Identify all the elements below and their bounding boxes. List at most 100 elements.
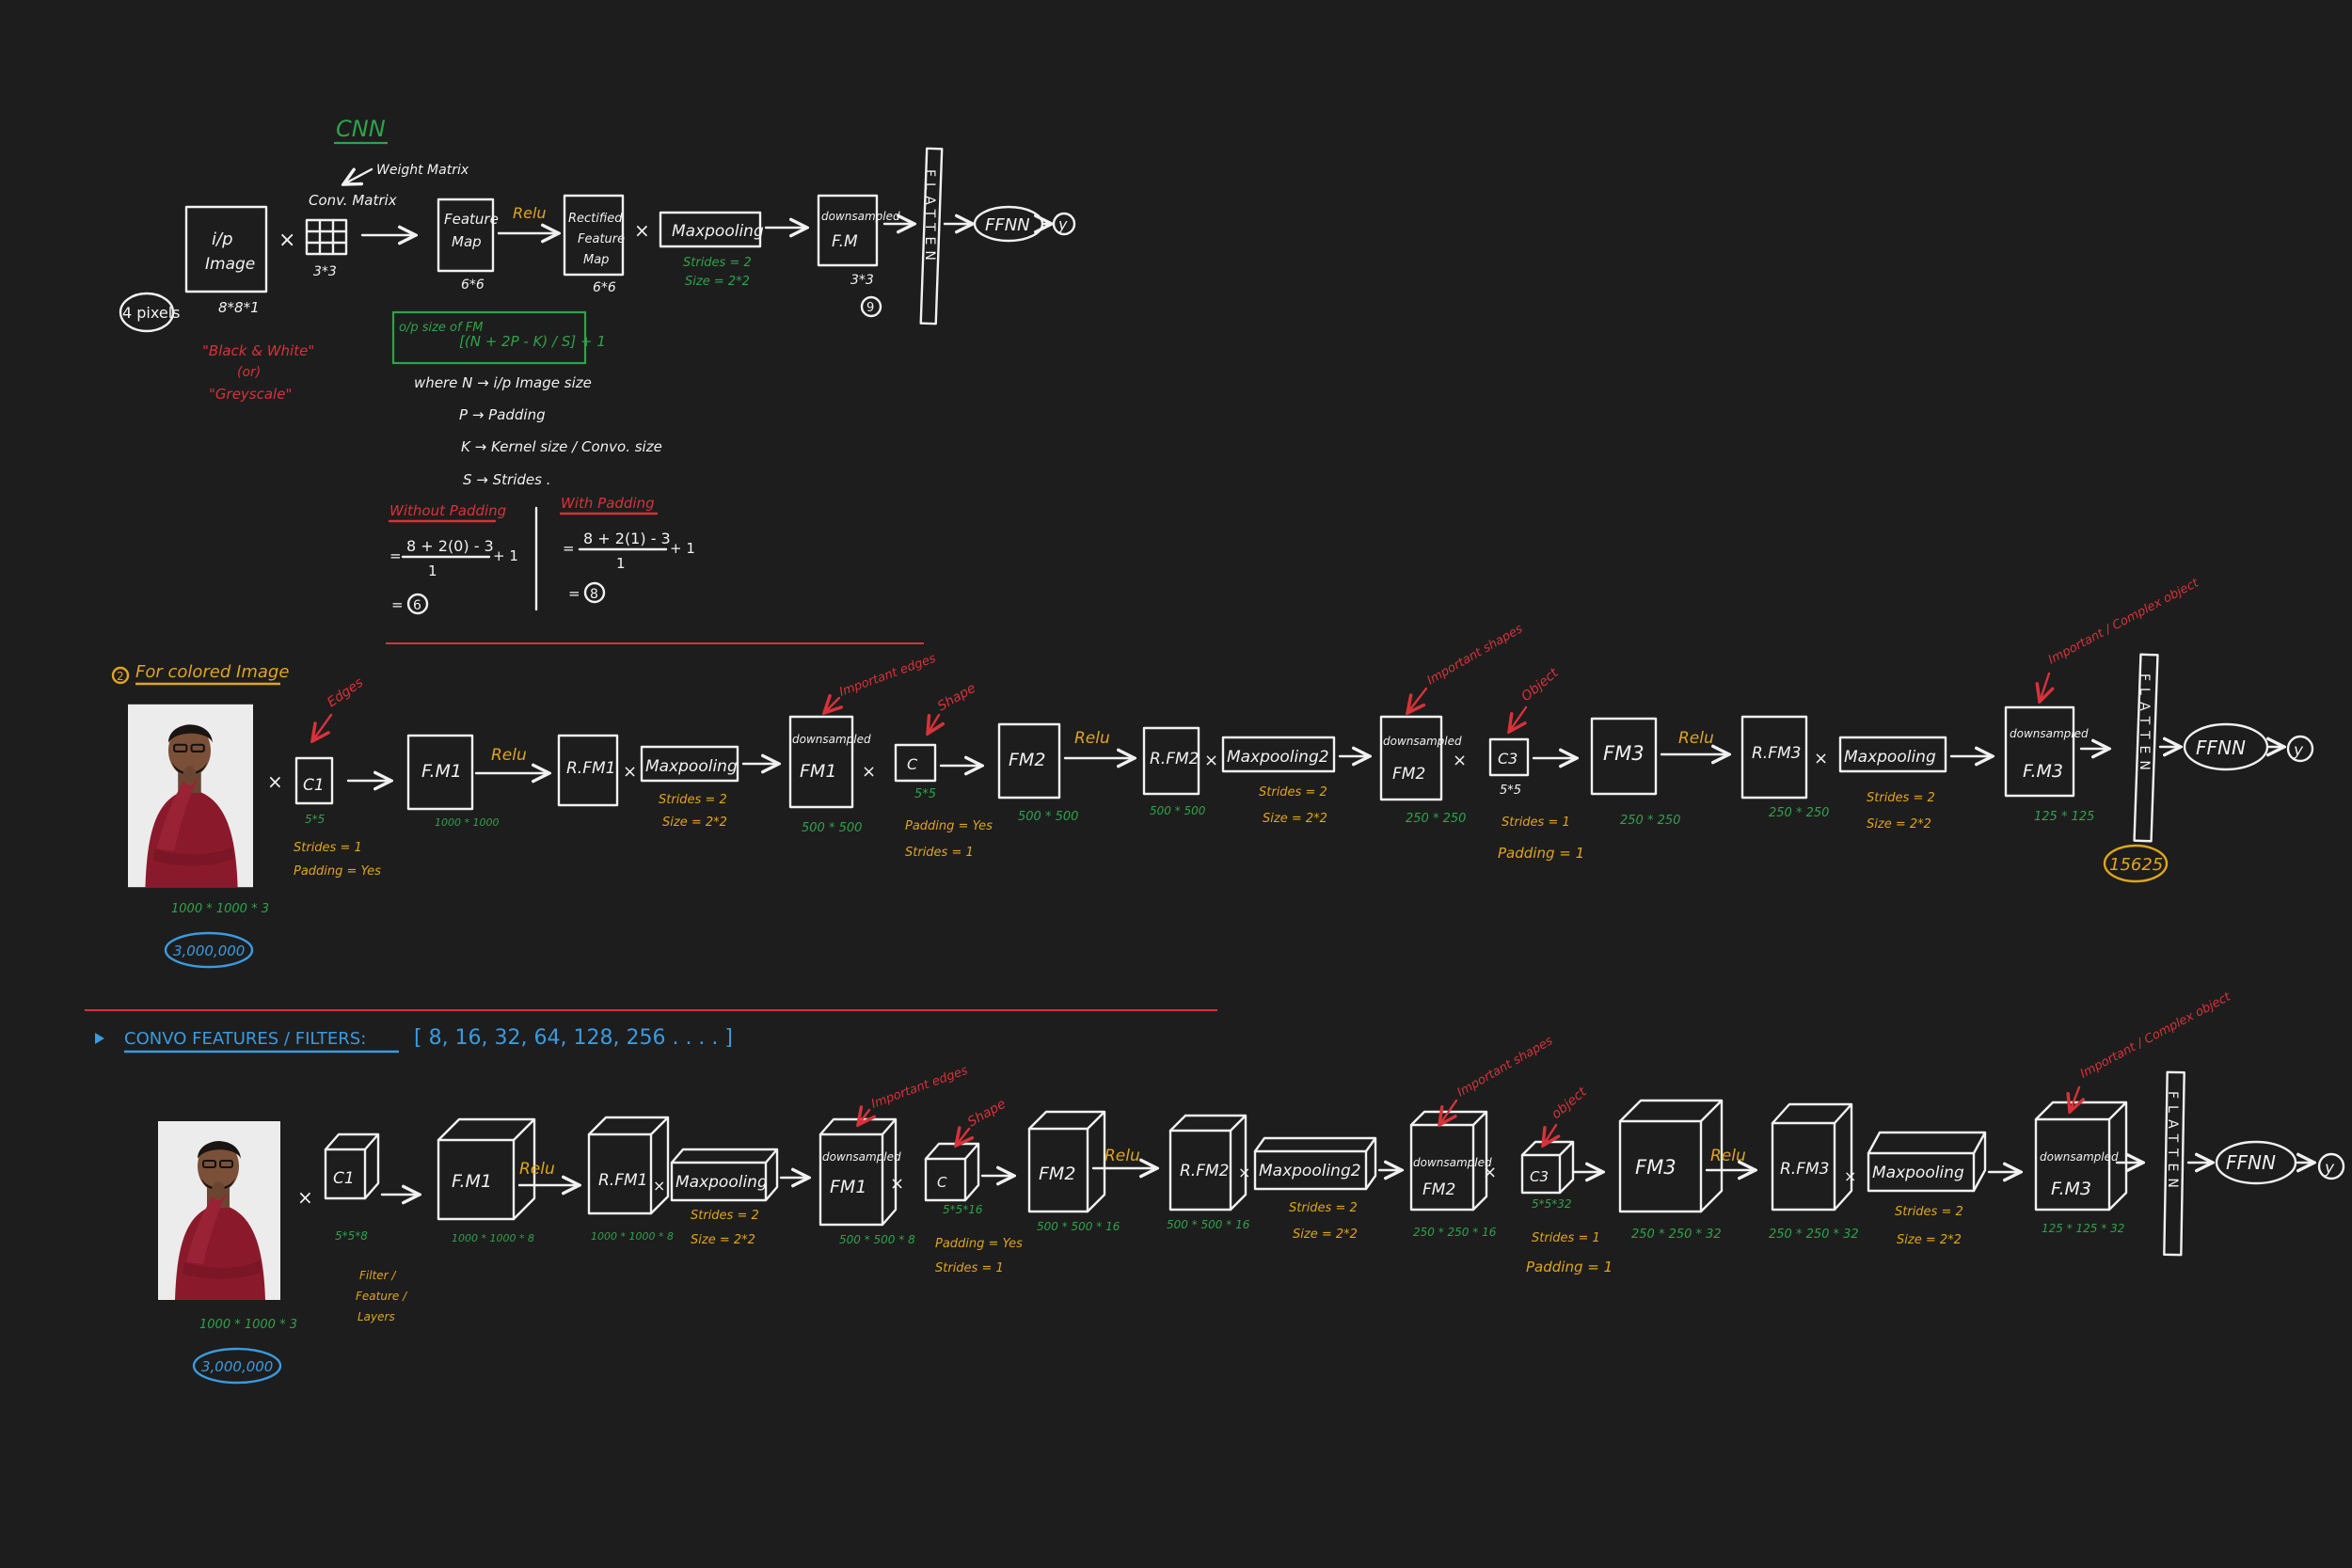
person-photo [158, 1121, 280, 1300]
legend-n: where N → i/p Image size [414, 374, 592, 391]
bw-note-2: (or) [237, 365, 261, 380]
c2-padding: Padding = Yes [905, 819, 993, 833]
legend-p: P → Padding [459, 406, 546, 423]
feature-map-label-1: Feature [444, 211, 499, 228]
multiply-icon: × [1238, 1164, 1250, 1181]
relu2-label: Relu [1074, 729, 1110, 748]
object-arrow [1509, 707, 1526, 732]
multiply-icon: × [1204, 751, 1218, 770]
photo-count: 3,000,000 [173, 942, 245, 959]
fm3-label-3: FM3 [1635, 1156, 1677, 1179]
multiply-icon: × [634, 219, 650, 242]
fm2-label-3: FM2 [1039, 1164, 1075, 1184]
rfm2-label: R.FM2 [1150, 750, 1199, 768]
ds2-box [1381, 717, 1441, 800]
ds3-box [2006, 707, 2074, 796]
multiply-icon: × [862, 762, 876, 782]
maxpool-strides: Strides = 2 [683, 256, 752, 270]
rfm2-size: 500 * 500 [1150, 804, 1206, 817]
c2-size: 5*5 [914, 787, 936, 801]
diagram-colored-image-cnn: 2 For colored Image 1000 * 1000 * 3 3,00… [113, 576, 2312, 967]
rectified-label-1: Rectified [568, 212, 623, 226]
rfm2-label-3: R.FM2 [1180, 1162, 1229, 1180]
ds1-label-1-3: downsampled [822, 1150, 901, 1164]
important-shapes-arrow [1407, 689, 1426, 713]
important-edges-arrow [824, 698, 839, 713]
c3-size-3: 5*5*32 [1532, 1197, 1572, 1211]
with-result: 8 [590, 587, 598, 602]
downsampled-label-2: F.M [832, 232, 858, 251]
convo-features-heading: CONVO FEATURES / FILTERS: [124, 1029, 366, 1049]
diagram-basic-cnn: CNN Weight Matrix Conv. Matrix 4 pixels … [120, 116, 1074, 613]
c2-padding-3: Padding = Yes [935, 1237, 1023, 1251]
rfm2-size-3: 500 * 500 * 16 [1167, 1218, 1250, 1231]
with-numerator: 8 + 2(1) - 3 [583, 530, 671, 547]
output-label-3: y [2324, 1159, 2335, 1178]
cnn-title: CNN [336, 116, 386, 142]
fm2-cube [1029, 1112, 1104, 1212]
important-shapes-note-3: Important shapes [1455, 1034, 1556, 1100]
rfm3-size-3: 250 * 250 * 32 [1769, 1227, 1859, 1242]
without-result: 6 [413, 598, 421, 613]
without-padding-label: Without Padding [389, 502, 506, 519]
without-denominator: 1 [428, 562, 437, 579]
filter-sizes-list: [ 8, 16, 32, 64, 128, 256 . . . . ] [414, 1026, 733, 1050]
object-note: Object [1518, 665, 1562, 705]
feature-map-label-2: Map [452, 233, 482, 250]
bw-note-1: "Black & White" [202, 342, 314, 359]
shape-note: Shape [935, 681, 978, 715]
without-equals-2: = [391, 596, 404, 613]
flatten-count: 15625 [2109, 855, 2163, 875]
formula-rhs: [(N + 2P - K) / S] + 1 [459, 333, 606, 350]
relu3-label-3: Relu [1710, 1147, 1746, 1165]
relu2-label-3: Relu [1104, 1147, 1140, 1165]
important-shapes-note: Important shapes [1425, 622, 1526, 688]
multiply-icon: × [1453, 751, 1467, 770]
fm3-size-3: 250 * 250 * 32 [1631, 1227, 1722, 1242]
ds3-label-2: F.M3 [2023, 761, 2063, 782]
heading-number: 2 [117, 670, 124, 683]
multiply-icon: × [267, 770, 283, 793]
flatten-label: FLATTEN [922, 169, 937, 266]
relu3-label: Relu [1678, 729, 1714, 748]
downsampled-fm-box [818, 196, 877, 265]
maxpool3-label-3: Maxpooling [1872, 1164, 1964, 1182]
fm3-size: 250 * 250 [1620, 814, 1680, 828]
ds2-label-2-3: FM2 [1422, 1180, 1455, 1199]
output-label-2: y [2293, 741, 2304, 760]
multiply-icon: × [1483, 1163, 1497, 1182]
with-denominator: 1 [616, 555, 626, 572]
colored-image-heading: For colored Image [135, 662, 289, 682]
diagram-convo-filters-cnn: CONVO FEATURES / FILTERS: [ 8, 16, 32, 6… [95, 990, 2344, 1383]
output-label: y [1057, 215, 1068, 233]
relu1-label-3: Relu [519, 1160, 555, 1179]
with-plus-one: + 1 [670, 540, 695, 557]
c3-label-3: C3 [1530, 1168, 1549, 1185]
ds1-label-2-3: FM1 [830, 1177, 866, 1197]
mp3-size: Size = 2*2 [1867, 817, 1931, 832]
maxpool-size: Size = 2*2 [685, 275, 750, 289]
ffnn-label-2: FFNN [2196, 736, 2246, 759]
maxpooling-label: Maxpooling [672, 222, 764, 241]
ds3-label-1-3: downsampled [2040, 1150, 2119, 1164]
flatten-label-3: FLATTEN [2165, 1091, 2180, 1195]
ds2-label-1-3: downsampled [1413, 1156, 1492, 1169]
mp2-strides: Strides = 2 [1259, 785, 1327, 800]
c2-cube [926, 1144, 978, 1200]
important-objects-arrow [2040, 673, 2049, 702]
input-label-1: i/p [212, 230, 233, 249]
with-equals: = [563, 540, 575, 557]
c3-label: C3 [1498, 750, 1518, 768]
maxpool1-label-3: Maxpooling [675, 1173, 768, 1192]
ds2-label-1: downsampled [1383, 735, 1462, 748]
person-photo [128, 705, 253, 887]
c1-note-1: Filter / [359, 1269, 397, 1282]
photo-size-3: 1000 * 1000 * 3 [199, 1318, 297, 1332]
important-objects-note: Important / Complex object [2046, 576, 2201, 667]
input-image-box [186, 207, 266, 292]
maxpool3-label: Maxpooling [1844, 748, 1936, 767]
c2-strides: Strides = 1 [905, 846, 974, 860]
fm2-size: 500 * 500 [1018, 810, 1078, 824]
c1-cube [326, 1134, 378, 1198]
without-equals: = [389, 547, 402, 564]
